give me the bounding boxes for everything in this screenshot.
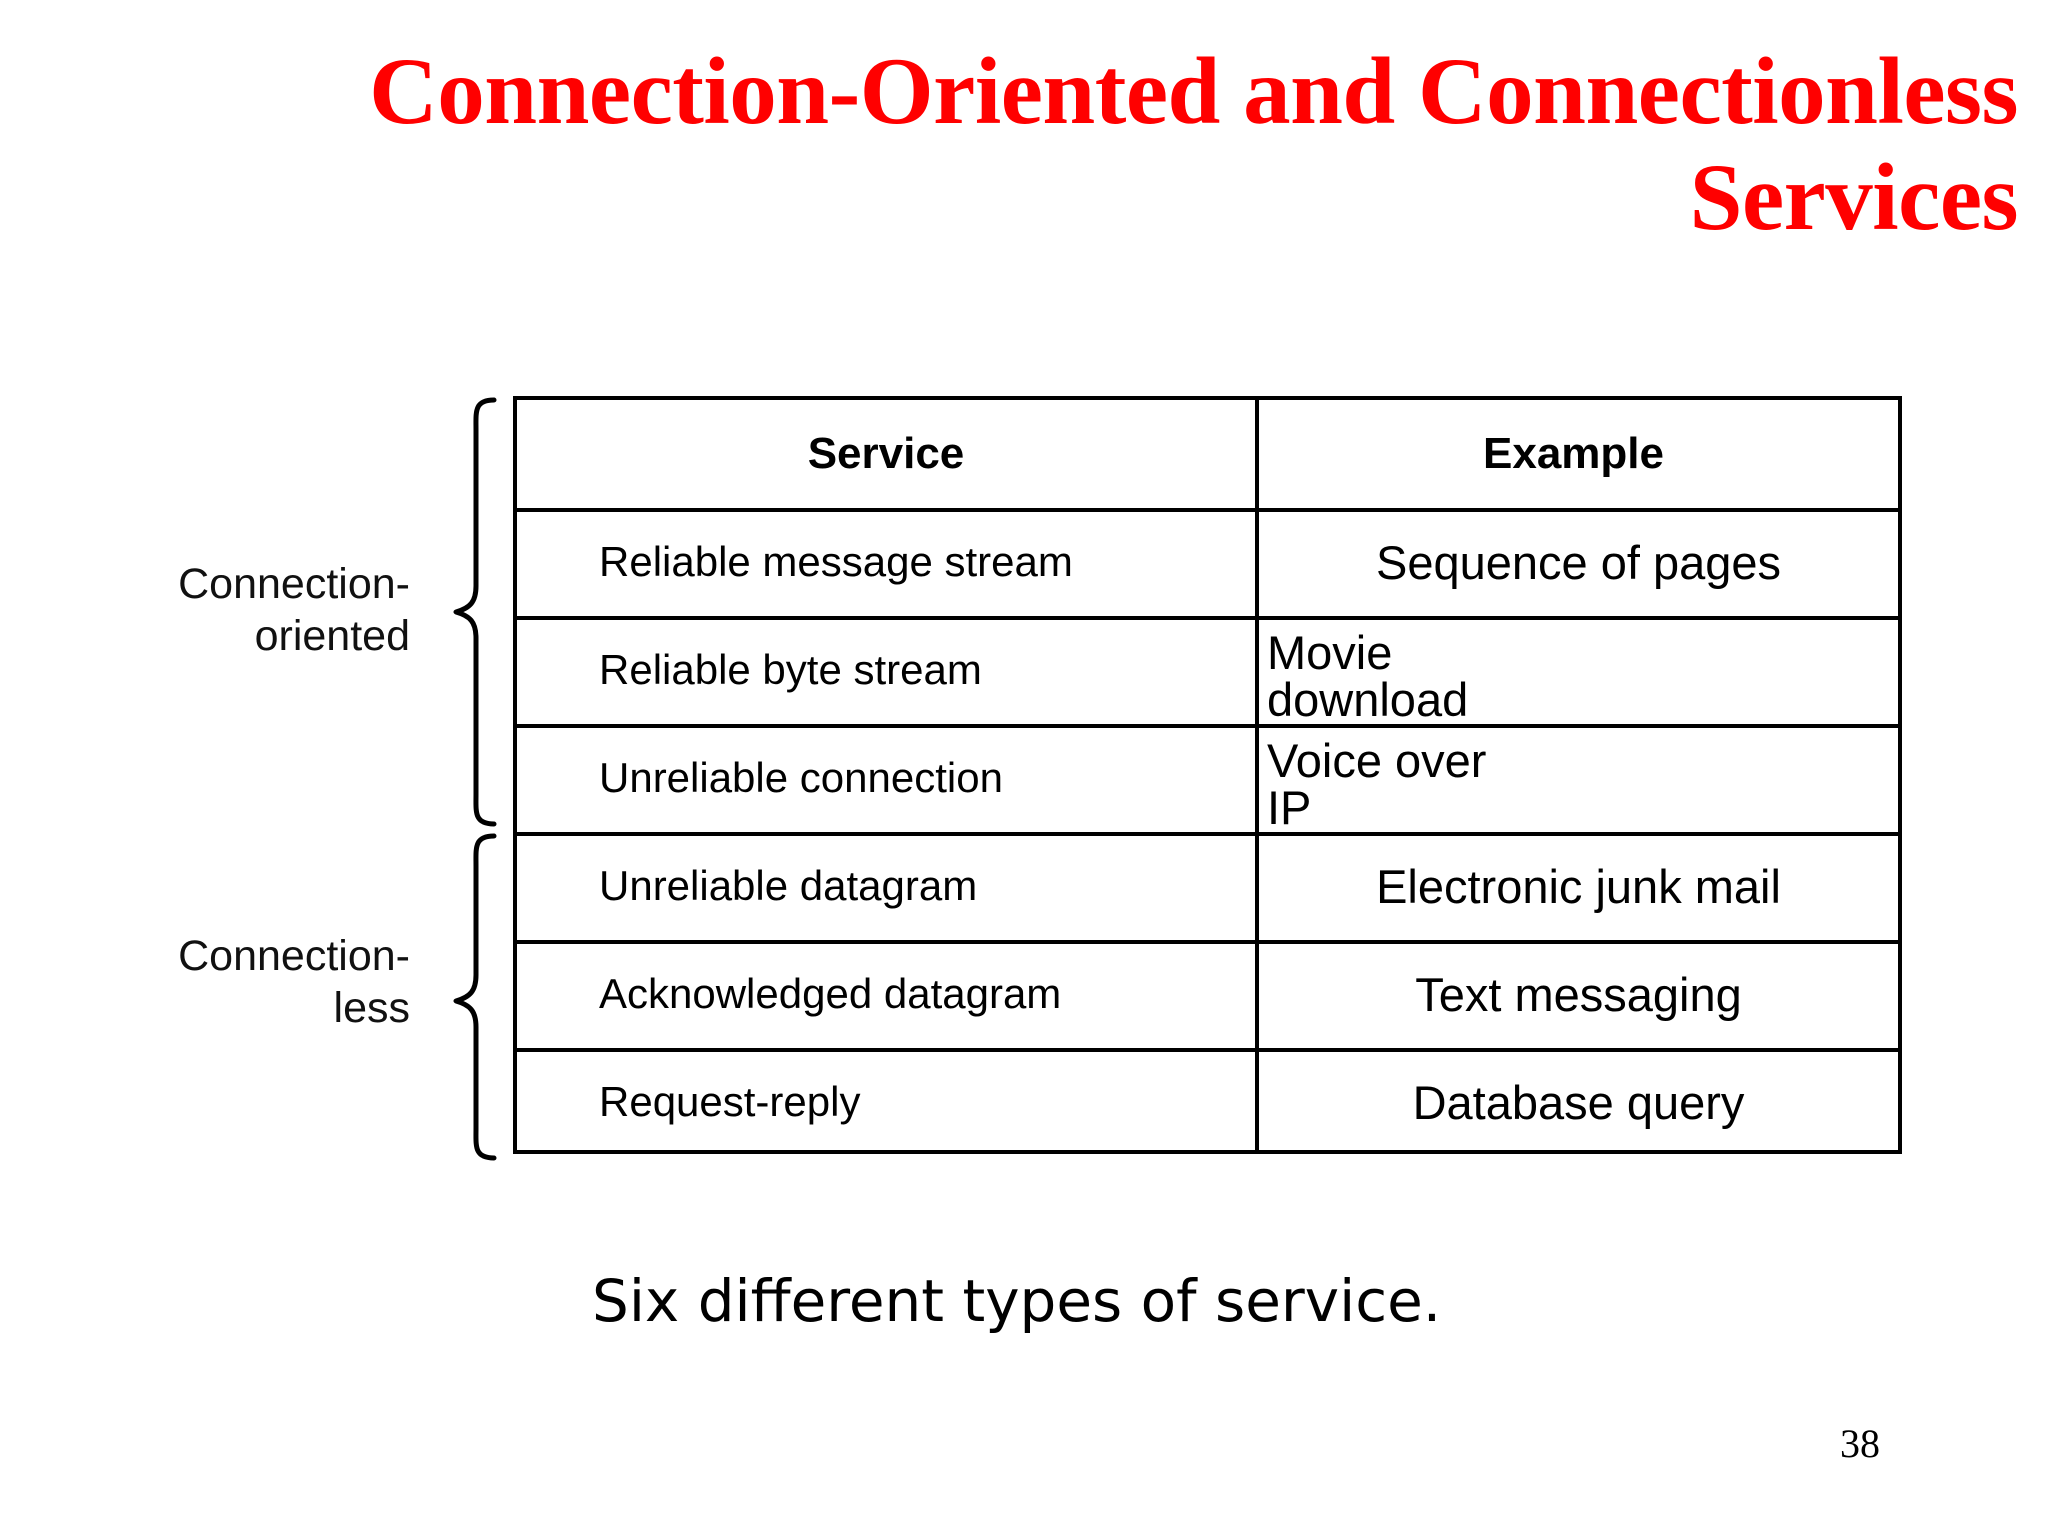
cell-example: Text messaging	[1255, 940, 1902, 1048]
row-rule	[517, 724, 1898, 728]
page-title: Connection-Oriented and Connectionless S…	[369, 38, 2018, 251]
cell-text-example: Electronic junk mail	[1376, 859, 1781, 913]
table-row: Unreliable datagram Electronic junk mail	[517, 832, 1898, 940]
row-rule	[517, 616, 1898, 620]
row-rule	[517, 832, 1898, 836]
cell-text-example: Database query	[1412, 1075, 1745, 1129]
cell-text-example: Sequence of pages	[1375, 535, 1782, 589]
cell-text-service: Acknowledged datagram	[599, 970, 1062, 1017]
cell-text-service: Unreliable connection	[599, 754, 1003, 801]
table-row: Acknowledged datagram Text messaging	[517, 940, 1898, 1048]
cell-service: Reliable byte stream	[517, 616, 1255, 724]
header-label-example: Example	[1483, 429, 1664, 478]
table-row: Unreliable connection Voice over IP	[517, 724, 1898, 832]
cell-text-service: Reliable message stream	[599, 538, 1073, 585]
table-row: Request-reply Database query	[517, 1048, 1898, 1156]
row-rule	[517, 508, 1898, 512]
cell-example: Electronic junk mail	[1255, 832, 1902, 940]
cell-example: Movie download	[1255, 616, 1902, 724]
group-label-connectionless: Connection- less	[178, 932, 410, 1033]
cell-text-service: Unreliable datagram	[599, 862, 978, 909]
page-number: 38	[1840, 1421, 1880, 1466]
row-rule	[517, 940, 1898, 944]
cell-service: Request-reply	[517, 1048, 1255, 1156]
cell-example: Database query	[1255, 1048, 1902, 1156]
curly-brace-connectionless	[452, 832, 498, 1162]
cell-service: Acknowledged datagram	[517, 940, 1255, 1048]
curly-brace-connection-oriented	[452, 396, 498, 828]
figure-caption: Six different types of service.	[592, 1267, 1442, 1335]
cell-text-example: Voice over IP	[1267, 734, 1487, 834]
table-header-row: Service Example	[517, 400, 1898, 508]
cell-example: Voice over IP	[1255, 724, 1902, 832]
cell-text-service: Reliable byte stream	[599, 646, 982, 693]
cell-service: Reliable message stream	[517, 508, 1255, 616]
cell-service: Unreliable datagram	[517, 832, 1255, 940]
cell-text-example: Movie download	[1267, 626, 1469, 726]
cell-service: Unreliable connection	[517, 724, 1255, 832]
table-row: Reliable message stream Sequence of page…	[517, 508, 1898, 616]
column-divider	[1255, 400, 1259, 1150]
row-rule	[517, 1048, 1898, 1052]
service-example-table: Service Example Reliable message stream …	[513, 396, 1902, 1154]
header-cell-example: Example	[1255, 400, 1902, 508]
cell-example: Sequence of pages	[1255, 508, 1902, 616]
cell-text-example: Text messaging	[1415, 967, 1742, 1021]
table-row: Reliable byte stream Movie download	[517, 616, 1898, 724]
header-cell-service: Service	[517, 400, 1255, 508]
header-label-service: Service	[807, 429, 965, 478]
group-label-connection-oriented: Connection- oriented	[178, 560, 410, 661]
cell-text-service: Request-reply	[599, 1078, 861, 1125]
